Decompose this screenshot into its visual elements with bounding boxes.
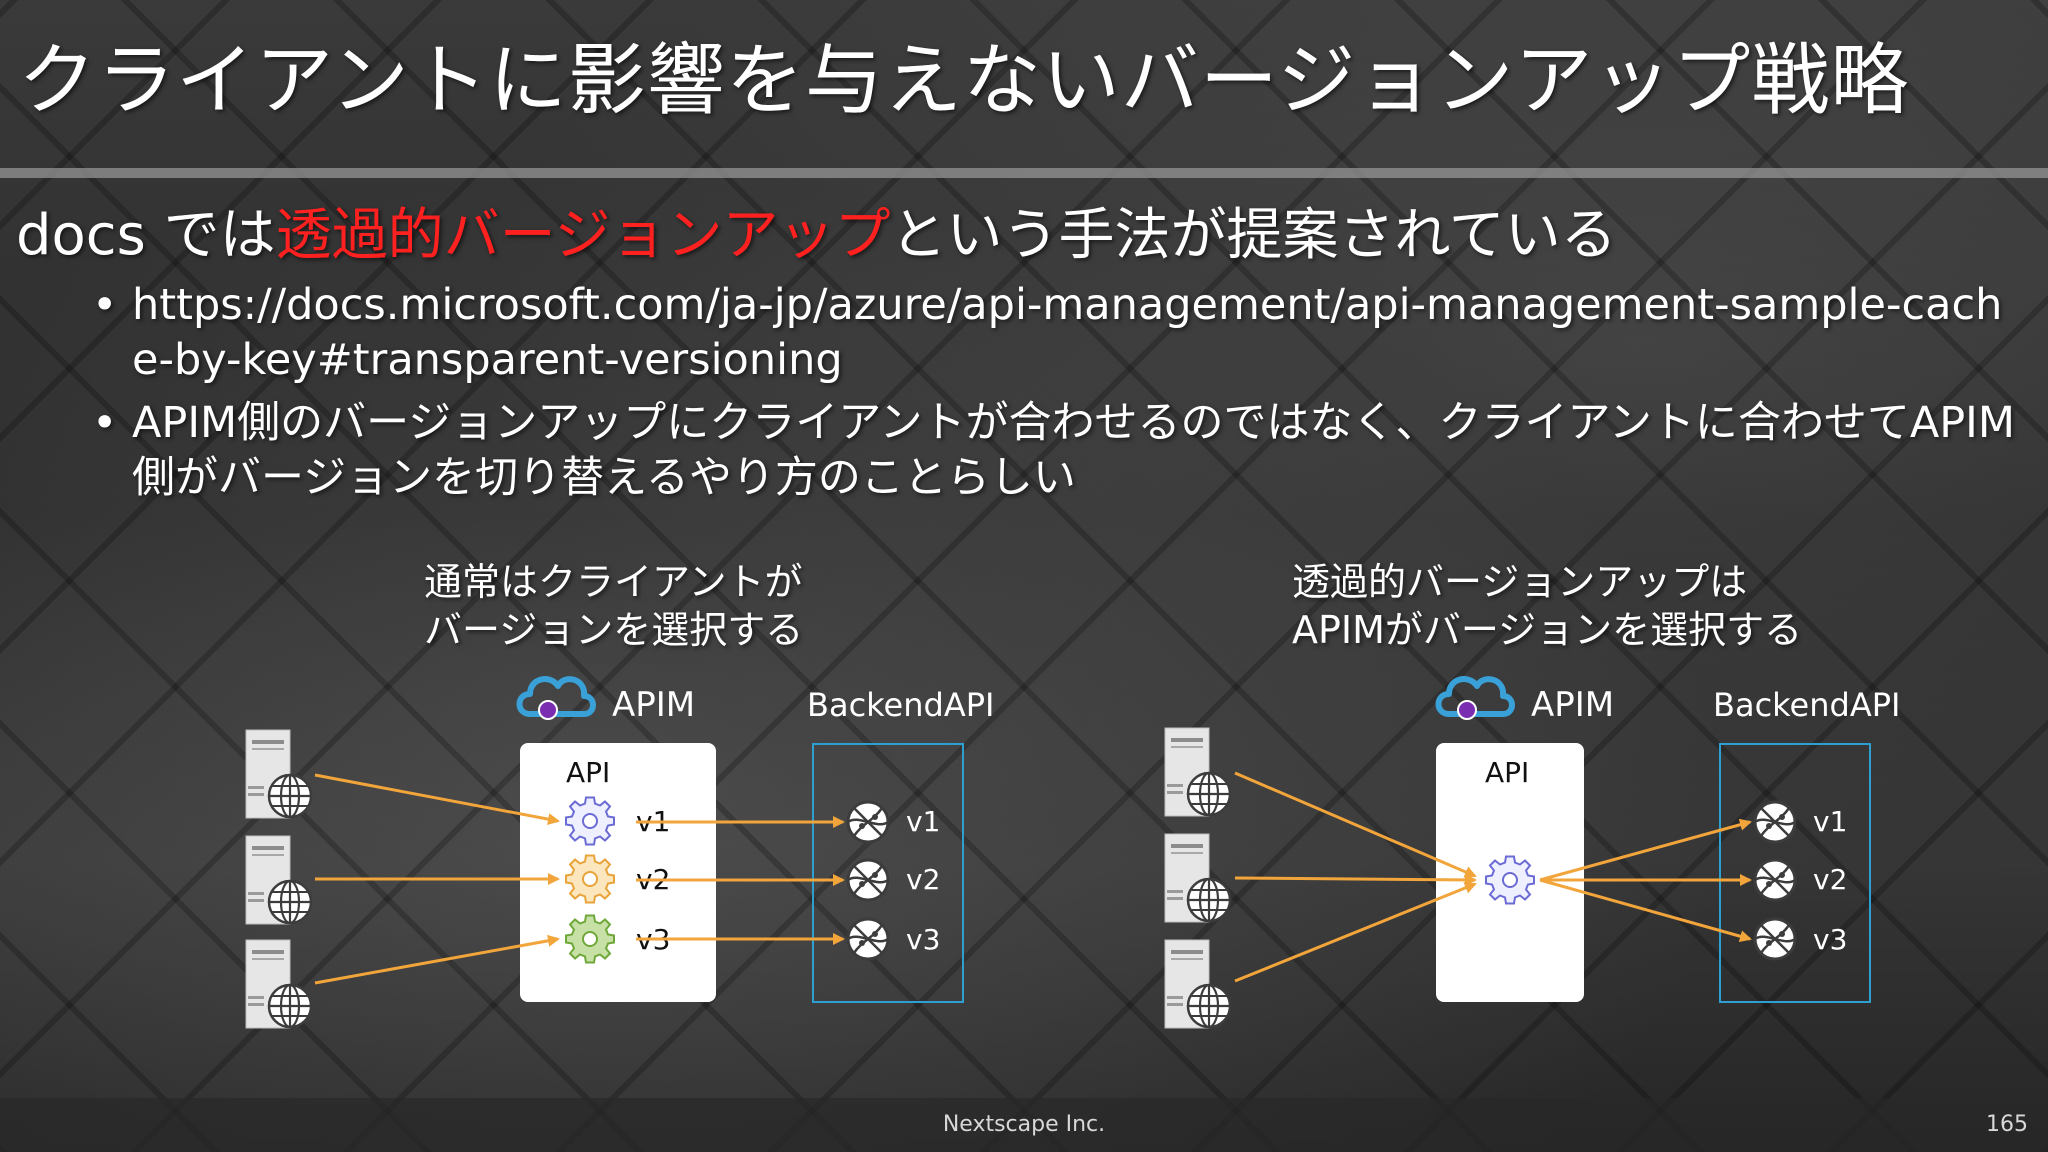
client-server-icon	[244, 728, 313, 820]
left-caption-line2: バージョンを選択する	[424, 608, 804, 652]
api-box-label: API	[566, 756, 610, 789]
bullet-dot: •	[92, 280, 118, 330]
arrow-client-to-v3	[314, 934, 560, 985]
backend-api-icon	[846, 858, 890, 902]
bullet-list: • https://docs.microsoft.com/ja-jp/azure/…	[92, 278, 2022, 514]
backend-label: BackendAPI	[807, 686, 994, 724]
backend-api-icon	[846, 800, 890, 844]
arrow-apim-to-backend-v3	[1539, 878, 1752, 943]
client-server-icon	[1163, 832, 1232, 924]
subtitle-suffix: という手法が提案されている	[890, 203, 1617, 268]
gear-icon-v3	[565, 914, 615, 964]
client-server-icon	[1163, 726, 1232, 818]
title-divider	[0, 168, 2048, 178]
backend-api-icon	[1753, 858, 1797, 902]
api-box	[520, 743, 716, 1002]
client-server-icon	[244, 938, 313, 1030]
apim-label: APIM	[612, 685, 695, 725]
subtitle-highlight: 透過的バージョンアップ	[275, 203, 891, 268]
backend-box	[812, 743, 964, 1003]
api-box-label: API	[1485, 756, 1529, 789]
bullet-item-description: • APIM側のバージョンアップにクライアントが合わせるのではなく、クライアントに…	[92, 396, 2022, 506]
backend-api-icon	[846, 917, 890, 961]
client-server-icon	[1163, 938, 1232, 1030]
backend-version-label: v3	[906, 923, 940, 956]
footer-company: Nextscape Inc.	[942, 1112, 1106, 1137]
bullet-item-url: • https://docs.microsoft.com/ja-jp/azure/…	[92, 278, 2022, 388]
arrow-client-to-apim	[1234, 882, 1477, 983]
arrow-client-to-apim	[1234, 771, 1477, 878]
slide-title: クライアントに影響を与えないバージョンアップ戦略	[18, 36, 1910, 126]
backend-version-label: v1	[1813, 805, 1847, 838]
backend-box	[1719, 743, 1871, 1003]
bullet-text-description: APIM側のバージョンアップにクライアントが合わせるのではなく、クライアントに合…	[132, 398, 2015, 503]
arrow-client-to-v1	[314, 773, 560, 826]
slide-subtitle: docs では透過的バージョンアップという手法が提案されている	[16, 190, 1617, 271]
right-caption-line2: APIMがバージョンを選択する	[1292, 608, 1803, 652]
slide-footer: Nextscape Inc. 165	[0, 1098, 2048, 1152]
backend-version-label: v2	[906, 863, 940, 896]
backend-label: BackendAPI	[1713, 686, 1900, 724]
right-diagram: APIM BackendAPI API v1 v2 v3	[1163, 679, 1900, 1030]
bullet-dot: •	[92, 398, 118, 448]
left-caption: 通常はクライアントが バージョンを選択する	[424, 558, 803, 654]
right-caption-line1: 透過的バージョンアップは	[1292, 560, 1748, 604]
gear-icon-v2	[565, 854, 615, 904]
backend-api-icon	[1753, 800, 1797, 844]
backend-version-label: v3	[1813, 923, 1847, 956]
bullet-text-url: https://docs.microsoft.com/ja-jp/azure/a…	[132, 280, 2003, 385]
page-number: 165	[1986, 1112, 2028, 1137]
backend-api-icon	[1753, 917, 1797, 961]
apim-cloud-icon	[1439, 679, 1513, 719]
left-diagram: APIM BackendAPI API v1 v2 v3 v1 v2 v3	[244, 679, 994, 1030]
arrow-apim-to-backend-v1	[1539, 818, 1752, 882]
backend-version-label: v1	[906, 805, 940, 838]
apim-label: APIM	[1531, 685, 1614, 725]
backend-version-label: v2	[1813, 863, 1847, 896]
arrow-client-to-apim	[1234, 873, 1477, 886]
client-server-icon	[244, 834, 313, 926]
subtitle-prefix: docs では	[16, 203, 276, 268]
apim-cloud-icon	[520, 679, 594, 719]
gear-icon	[1485, 855, 1535, 905]
gear-icon-v1	[565, 796, 615, 846]
right-caption: 透過的バージョンアップは APIMがバージョンを選択する	[1292, 558, 1802, 654]
left-caption-line1: 通常はクライアントが	[424, 560, 803, 604]
